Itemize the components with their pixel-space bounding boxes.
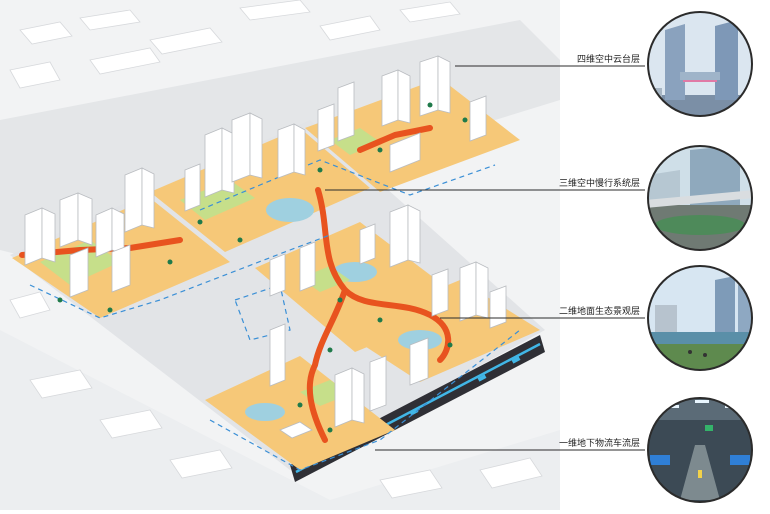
layer-label-2: 二维地面生态景观层	[559, 305, 640, 317]
layer-labels: 四维空中云台层 三维空中慢行系统层 二维地面生态景观层 一维地下物流车流层	[559, 53, 640, 449]
underground-parking-photo	[647, 397, 753, 503]
leader-lines	[325, 65, 645, 451]
waterfront-park-photo	[647, 265, 753, 371]
layer-label-4: 四维空中云台层	[577, 53, 640, 65]
layer-label-1: 一维地下物流车流层	[559, 437, 640, 449]
block-northeast	[305, 78, 520, 192]
block-north	[150, 128, 370, 252]
buildings	[24, 55, 507, 439]
skyscraper-bridge-photo	[647, 11, 753, 117]
district-boundaries	[29, 159, 521, 471]
trees	[57, 102, 468, 433]
elevated-walkway-photo	[647, 145, 753, 251]
layer-label-3: 三维空中慢行系统层	[559, 177, 640, 189]
